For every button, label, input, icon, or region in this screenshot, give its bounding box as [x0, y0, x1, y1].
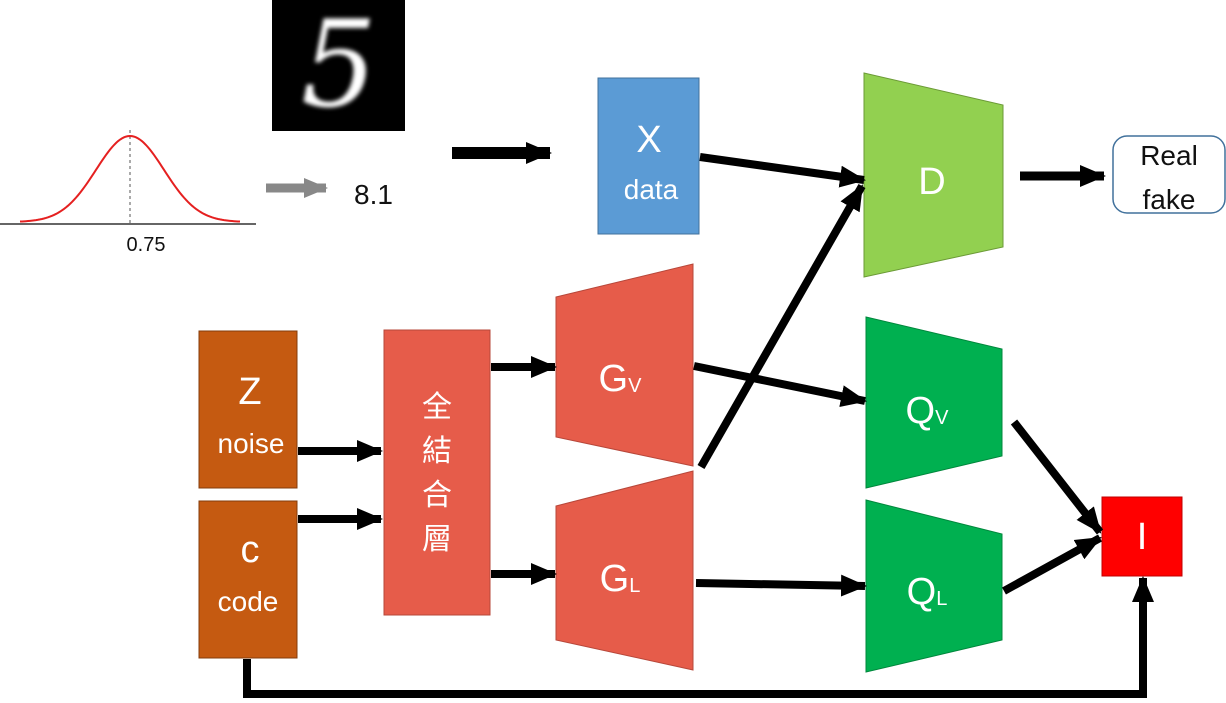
qv-label: QV [906, 390, 950, 432]
fc-char-2: 結 [422, 434, 452, 469]
output-box [1112, 135, 1226, 214]
z-title: Z [238, 371, 261, 413]
fc-char-3: 合 [422, 478, 452, 513]
digit-glyph: 5 [301, 0, 377, 135]
node-z-noise: Z noise [198, 330, 298, 489]
gv-label: GV [599, 358, 643, 400]
node-generator-v: GV [555, 263, 694, 467]
d-shape [863, 72, 1004, 278]
fc-char-1: 全 [422, 390, 452, 425]
i-title: I [1137, 516, 1148, 558]
z-subtitle: noise [218, 428, 285, 459]
node-i: I [1101, 496, 1183, 577]
x-to-d-arrow [699, 153, 866, 188]
g-to-d-arrow [697, 184, 866, 469]
d-title: D [918, 161, 945, 203]
digit-background [272, 0, 405, 131]
c-box [198, 500, 298, 659]
node-q-l: QL [865, 499, 1003, 673]
c-subtitle: code [218, 586, 279, 617]
node-generator-l: GL [555, 470, 694, 671]
x-subtitle: data [624, 174, 679, 205]
gaussian-curve [19, 134, 241, 223]
gl-label: GL [600, 558, 641, 600]
node-q-v: QV [865, 316, 1003, 489]
i-box [1101, 496, 1183, 577]
sample-value: 8.1 [354, 179, 393, 210]
node-discriminator: D [863, 72, 1004, 278]
node-output: Real fake [1112, 135, 1226, 215]
gv-to-qv-arrow [693, 362, 867, 407]
gl-shape [555, 470, 694, 671]
sample-digit-image: 5 [272, 0, 405, 135]
x-box [597, 77, 700, 235]
fc-char-4: 層 [422, 522, 452, 557]
z-box [198, 330, 298, 489]
c-to-i-arrow [243, 576, 1154, 698]
node-x-data: X data [597, 77, 700, 235]
output-line1: Real [1140, 140, 1198, 171]
gaussian-plot: 0.75 [0, 130, 256, 256]
gv-shape [555, 263, 694, 467]
qv-to-i-arrow [1010, 419, 1104, 535]
fc-box [383, 329, 491, 616]
ql-shape [865, 499, 1003, 673]
node-fully-connected: 全 結 合 層 [383, 329, 491, 616]
gl-to-ql-arrow [695, 574, 867, 597]
ql-label: QL [907, 571, 948, 613]
ql-to-i-arrow [1002, 534, 1102, 595]
qv-shape [865, 316, 1003, 489]
connections [243, 153, 1154, 698]
output-line2: fake [1143, 184, 1196, 215]
x-title: X [636, 119, 661, 161]
c-title: c [241, 529, 260, 571]
gaussian-peak-label: 0.75 [127, 234, 166, 256]
node-c-code: c code [198, 500, 298, 659]
